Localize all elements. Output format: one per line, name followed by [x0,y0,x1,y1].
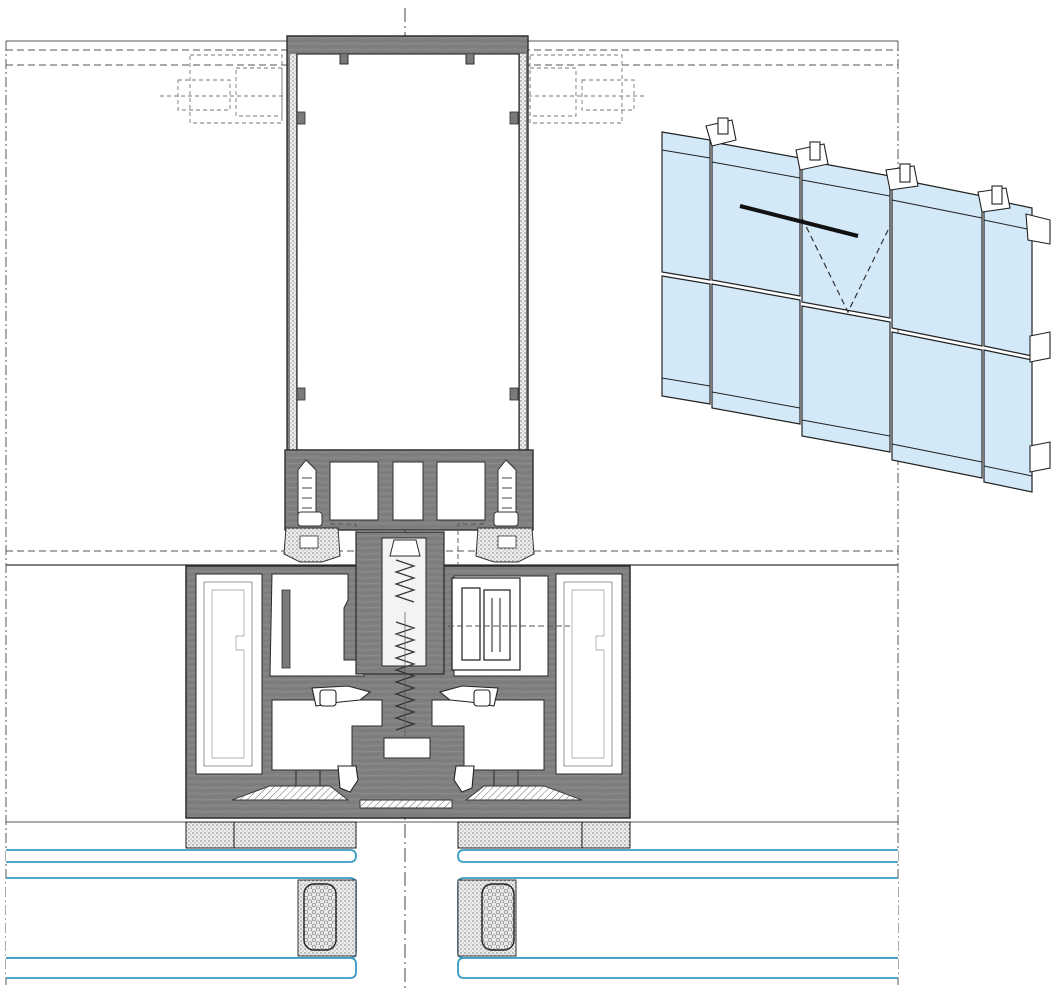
elevation-column-4 [891,177,983,479]
clip-hidden-lines [330,523,484,566]
glass-spacer-right [457,879,517,957]
elevation-vent-opening [801,217,891,314]
mullion-profile [286,35,529,463]
joint-spacer [359,799,453,809]
vent-seal-right [438,685,499,707]
glass-spacer-left [297,879,357,957]
bottom-gasket-right [457,821,631,849]
elevation-column-3 [801,159,891,453]
elevation-mullion-brackets [705,117,1051,473]
mullion-gasket-right [475,511,535,563]
vent-seal-left [311,685,372,707]
curtain-wall-elevation [661,117,1051,493]
anchor-bracket-right [528,54,646,124]
mullion-gasket-left [283,511,341,563]
glazing-clip-right [453,765,475,793]
glass-unit-right [457,849,898,979]
mullion-nose [284,449,534,531]
setting-blocks [231,785,583,801]
elevation-section-cut [739,204,859,238]
glazing-clip-left [337,765,359,793]
elevation-column-2 [711,141,801,425]
center-screw [355,531,445,736]
elevation-column-5 [983,197,1033,493]
reference-lines [5,8,899,992]
elevation-column-1 [661,131,711,405]
bottom-gasket-left [185,821,357,849]
glass-unit-left [6,849,357,979]
thermal-break-insert [448,577,570,671]
anchor-bracket-left [160,54,286,124]
